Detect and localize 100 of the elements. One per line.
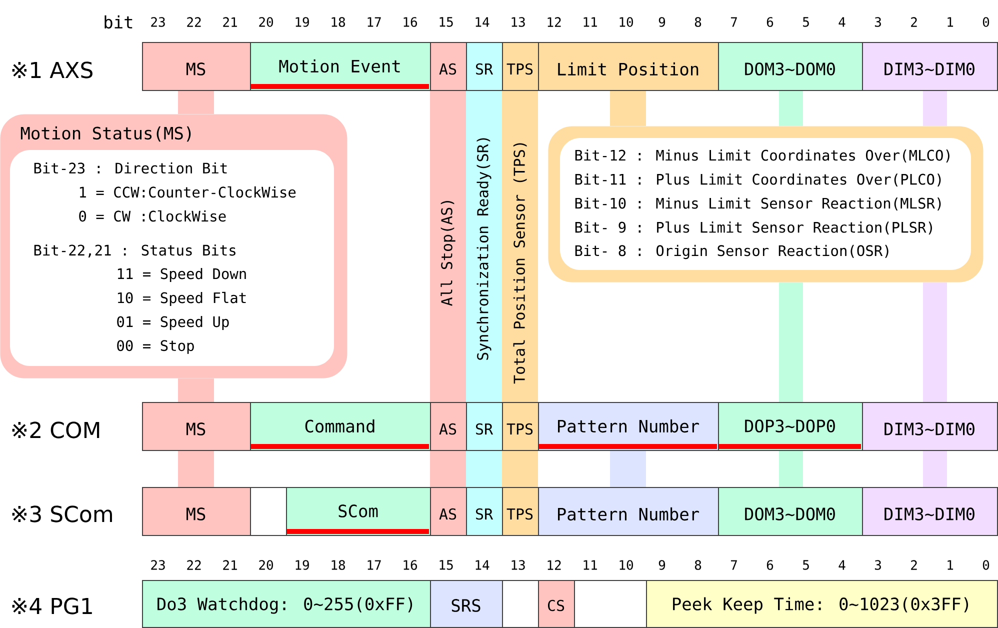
bit-number: 17 [368, 560, 381, 570]
bit-number: 5 [803, 560, 809, 570]
empty-cell [502, 580, 539, 628]
bit-number: 10 [620, 560, 633, 570]
bit-number: 2 [911, 17, 917, 27]
bit-field-cell: DIM3~DIM0 [862, 402, 998, 451]
bit-field-cell: MS [142, 42, 251, 91]
connector-band [779, 451, 803, 487]
register-name: ※2 COM [12, 422, 100, 438]
bit-number: 20 [259, 560, 273, 570]
bit-number: 9 [658, 560, 666, 570]
bit-number: 22 [187, 17, 201, 27]
bit-number: 14 [476, 560, 490, 570]
connector-band [430, 451, 466, 487]
bit-number: 3 [874, 560, 881, 570]
connector-band [178, 451, 214, 487]
bit-number: 14 [476, 17, 490, 27]
bit-number: 18 [332, 560, 345, 570]
bit-field-cell: TPS [502, 402, 539, 451]
bit-number: 8 [694, 560, 702, 570]
bit-number: 15 [440, 560, 453, 570]
bit-number: 21 [223, 560, 237, 570]
bit-number: 22 [187, 560, 201, 570]
connector-band [923, 91, 947, 126]
bit-number: 9 [658, 17, 666, 27]
bit-number: 12 [548, 17, 561, 27]
bit-number: 5 [803, 17, 809, 27]
connector-band [502, 91, 538, 402]
connector-band [610, 91, 646, 126]
connector-band [430, 91, 466, 402]
bit-number: 20 [259, 17, 273, 27]
bit-field-cell: Pattern Number [538, 487, 719, 536]
empty-cell [250, 487, 287, 536]
bit-field-cell: Peek Keep Time: 0~1023(0x3FF) [646, 580, 998, 628]
bit-number: 23 [151, 17, 165, 27]
bit-field-cell: SR [466, 402, 503, 451]
bit-number: 15 [440, 17, 453, 27]
bit-label: bit [104, 15, 132, 29]
bit-number: 4 [838, 17, 846, 27]
bit-number: 18 [332, 17, 345, 27]
bit-number: 0 [982, 17, 990, 27]
bit-field-cell: SR [466, 42, 503, 91]
bit-field-cell: TPS [502, 487, 539, 536]
bit-field-cell: Pattern Number [538, 402, 719, 451]
bit-field-cell: DOP3~DOP0 [718, 402, 863, 451]
connector-band [923, 282, 947, 402]
bit-number: 16 [404, 560, 417, 570]
bit-field-cell: MS [142, 402, 251, 451]
bit-field-cell: DIM3~DIM0 [862, 487, 998, 536]
register-name: ※4 PG1 [12, 598, 92, 614]
edge-label: Synchronization Ready(SR) [476, 134, 492, 362]
status-panel: Motion Status(MS) Bit-23 : Direction Bit 1 = CCW:Counter-ClockWise 0 = CW :ClockWise Bit-22,21 : Status Bits 11 = Speed Down 10 = Speed Flat 01 = Speed Up 00 = Stop [0, 114, 348, 378]
bit-field-cell: CS [538, 580, 575, 628]
connector-band [923, 451, 947, 487]
bit-field-cell: Command [250, 402, 431, 451]
bit-number: 21 [223, 17, 237, 27]
bit-number: 2 [911, 560, 917, 570]
register-name: ※1 AXS [12, 62, 92, 78]
bit-field-cell: DIM3~DIM0 [862, 42, 998, 91]
bit-number: 13 [512, 17, 525, 27]
bit-number: 1 [948, 17, 954, 27]
bit-number: 7 [730, 17, 737, 27]
bit-number: 11 [584, 560, 597, 570]
bit-field-cell: Do3 Watchdog: 0~255(0xFF) [142, 580, 431, 628]
bit-number: 23 [151, 560, 165, 570]
bit-field-cell: DOM3~DOM0 [718, 487, 863, 536]
bit-number: 12 [548, 560, 561, 570]
register-name: ※3 SCom [12, 506, 112, 522]
bit-field-cell: Motion Event [250, 42, 431, 91]
bit-field-cell: SR [466, 487, 503, 536]
bit-number: 10 [620, 17, 633, 27]
bit-number: 13 [512, 560, 525, 570]
edge-label: Total Position Sensor (TPS) [512, 139, 528, 385]
connector-band [779, 282, 803, 402]
bit-number: 6 [766, 560, 774, 570]
bit-number: 3 [874, 17, 881, 27]
bit-number: 16 [404, 17, 417, 27]
bit-field-cell: AS [430, 402, 467, 451]
bit-number: 19 [296, 17, 309, 27]
bit-number: 17 [368, 17, 381, 27]
bit-number: 0 [982, 560, 990, 570]
connector-band [502, 451, 538, 487]
edge-label: All Stop(AS) [440, 196, 456, 308]
connector-band [178, 378, 214, 402]
bit-number: 8 [694, 17, 702, 27]
bit-number: 1 [948, 560, 954, 570]
bit-field-cell: AS [430, 42, 467, 91]
bit-number: 4 [838, 560, 846, 570]
bit-field-cell: DOM3~DOM0 [718, 42, 863, 91]
bit-field-cell: AS [430, 487, 467, 536]
connector-band [466, 451, 502, 487]
bit-field-cell: MS [142, 487, 251, 536]
bit-number: 11 [584, 17, 597, 27]
bit-number: 7 [730, 560, 737, 570]
bit-field-cell: SCom [286, 487, 431, 536]
bit-number: 6 [766, 17, 774, 27]
bit-number: 19 [296, 560, 309, 570]
connector-band [610, 451, 646, 487]
connector-band [779, 91, 803, 126]
bit-field-cell: SRS [430, 580, 503, 628]
